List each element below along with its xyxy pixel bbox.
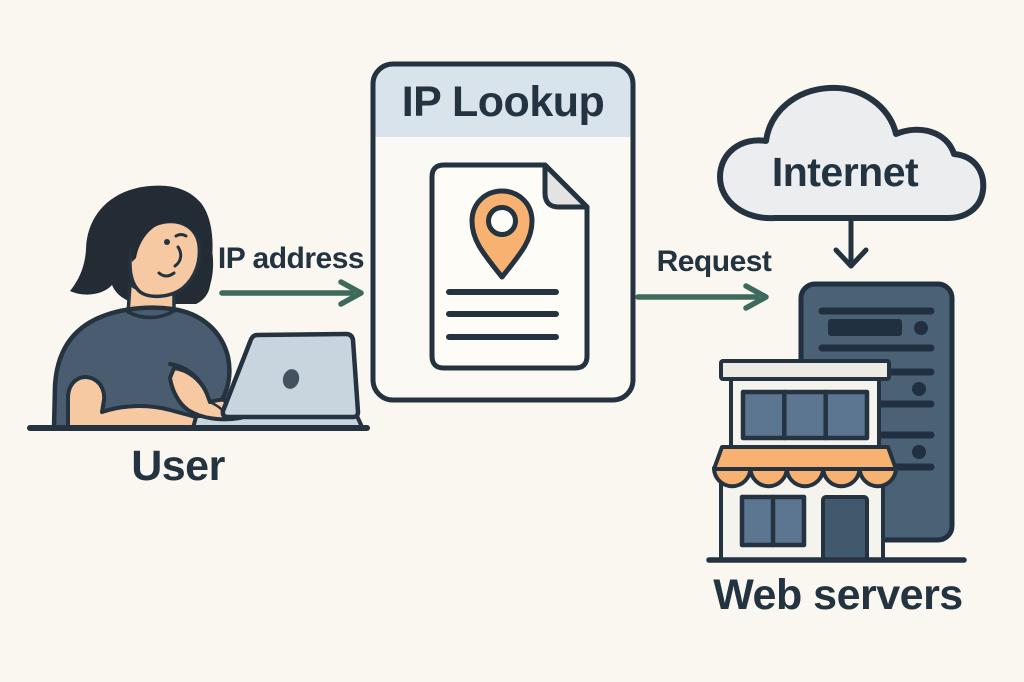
laptop-icon	[220, 331, 361, 420]
door-icon	[821, 495, 869, 562]
node-label-web-servers: Web servers	[713, 571, 963, 619]
node-label-user: User	[131, 442, 225, 490]
arrowhead-down	[833, 247, 869, 269]
card-border	[370, 61, 636, 403]
request-arrow	[635, 283, 769, 311]
ip-address-arrow	[219, 279, 364, 307]
collar-line	[126, 308, 178, 320]
document-text-lines	[446, 289, 559, 340]
internet-cloud	[717, 84, 987, 222]
mouth	[157, 271, 176, 278]
lower-window	[739, 494, 807, 548]
internet-to-servers-arrow	[833, 216, 869, 269]
document-fold-corner	[542, 162, 590, 210]
cloud-icon	[717, 84, 987, 222]
pin-hole	[486, 205, 518, 237]
edge-label-ip-address: IP address	[217, 242, 365, 275]
card-title-ip-lookup: IP Lookup	[401, 78, 605, 126]
document-location-icon	[429, 162, 590, 371]
upper-window	[740, 389, 870, 441]
left-forearm	[66, 375, 198, 430]
ip-lookup-card	[370, 61, 636, 403]
arrowhead-right	[338, 279, 364, 307]
arrowhead-right	[743, 283, 769, 311]
edge-label-request: Request	[656, 245, 772, 278]
cornice	[719, 359, 891, 381]
node-label-internet: Internet	[771, 149, 919, 195]
storefront-icon	[712, 359, 898, 562]
card-header	[373, 64, 633, 137]
hair-side-strand	[178, 225, 214, 304]
eye	[164, 239, 170, 245]
awning-icon	[712, 445, 898, 489]
eyebrow	[174, 233, 188, 238]
nose	[173, 245, 183, 268]
hair-fringe	[131, 206, 205, 262]
laptop-logo	[282, 369, 300, 389]
